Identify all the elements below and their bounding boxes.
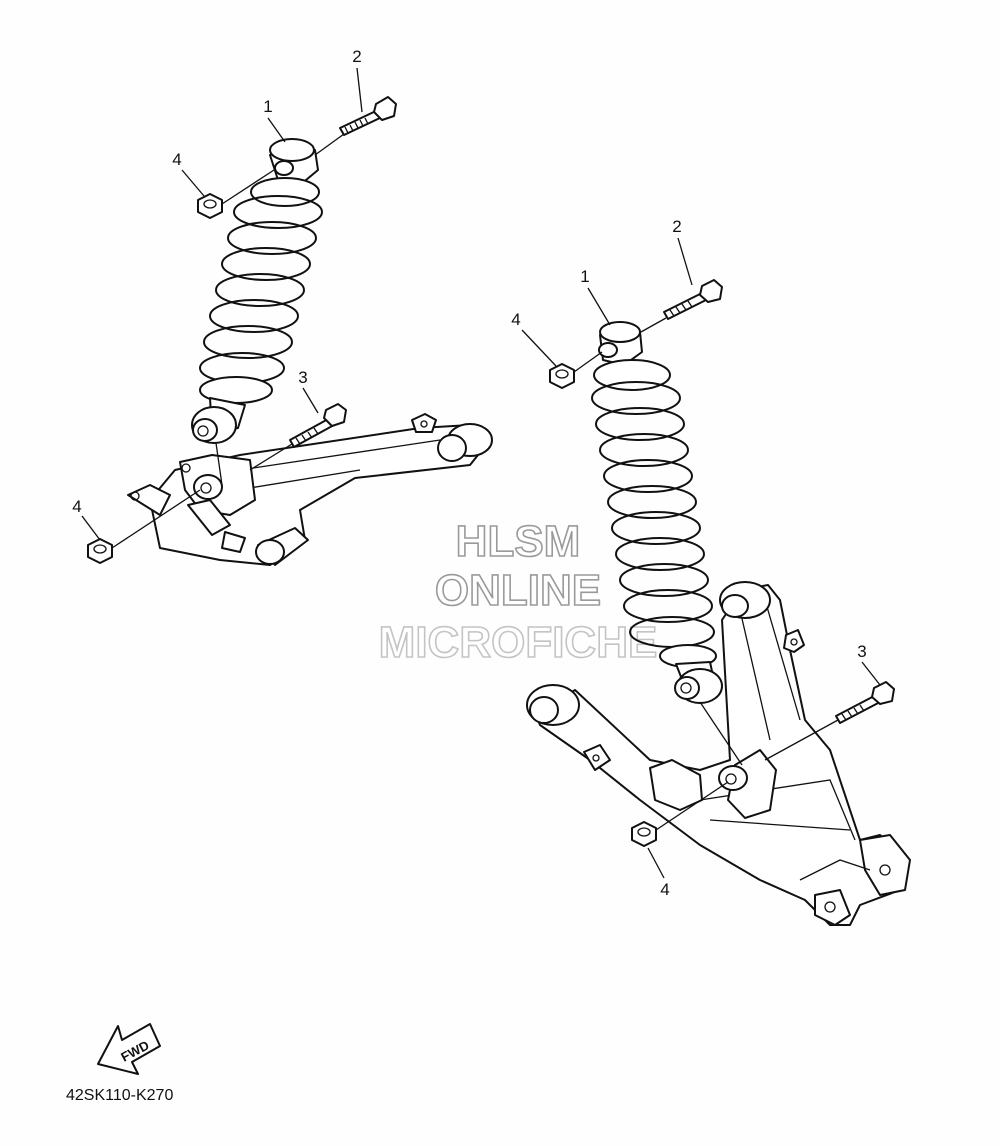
watermark: HLSM ONLINE MICROFICHE [378, 516, 658, 668]
watermark-line-3: MICROFICHE [379, 618, 658, 667]
callout-front-lower-bolt: 3 [298, 368, 307, 387]
callout-rear-lower-bolt: 3 [857, 642, 866, 661]
front-shock-absorber [191, 138, 323, 500]
rear-shock-lower-bolt [764, 681, 895, 761]
rear-shock-absorber [591, 321, 748, 791]
callout-rear-top-nut: 4 [511, 310, 520, 329]
fwd-arrow-icon: FWD [97, 1023, 161, 1075]
callout-rear-shock: 1 [580, 267, 589, 286]
rear-shock-lower-nut [631, 781, 729, 847]
rear-shock-top-nut [549, 351, 603, 389]
front-shock-lower-bolt [249, 403, 347, 471]
front-shock-top-nut [197, 169, 275, 219]
rear-callout-leaders [521, 237, 881, 879]
callout-rear-top-bolt: 2 [672, 217, 681, 236]
front-lower-arm [127, 413, 493, 566]
front-callout-leaders [81, 67, 363, 541]
callout-front-shock: 1 [263, 97, 272, 116]
callout-front-lower-nut: 4 [72, 497, 81, 516]
callout-front-top-nut: 4 [172, 150, 181, 169]
diagram-code: 42SK110-K270 [66, 1087, 173, 1104]
rear-shock-top-bolt [640, 279, 723, 333]
callout-front-top-bolt: 2 [352, 47, 361, 66]
watermark-line-2: ONLINE [435, 566, 601, 615]
callout-rear-lower-nut: 4 [660, 880, 669, 899]
front-shock-top-bolt [314, 96, 397, 156]
watermark-line-1: HLSM [456, 517, 581, 566]
